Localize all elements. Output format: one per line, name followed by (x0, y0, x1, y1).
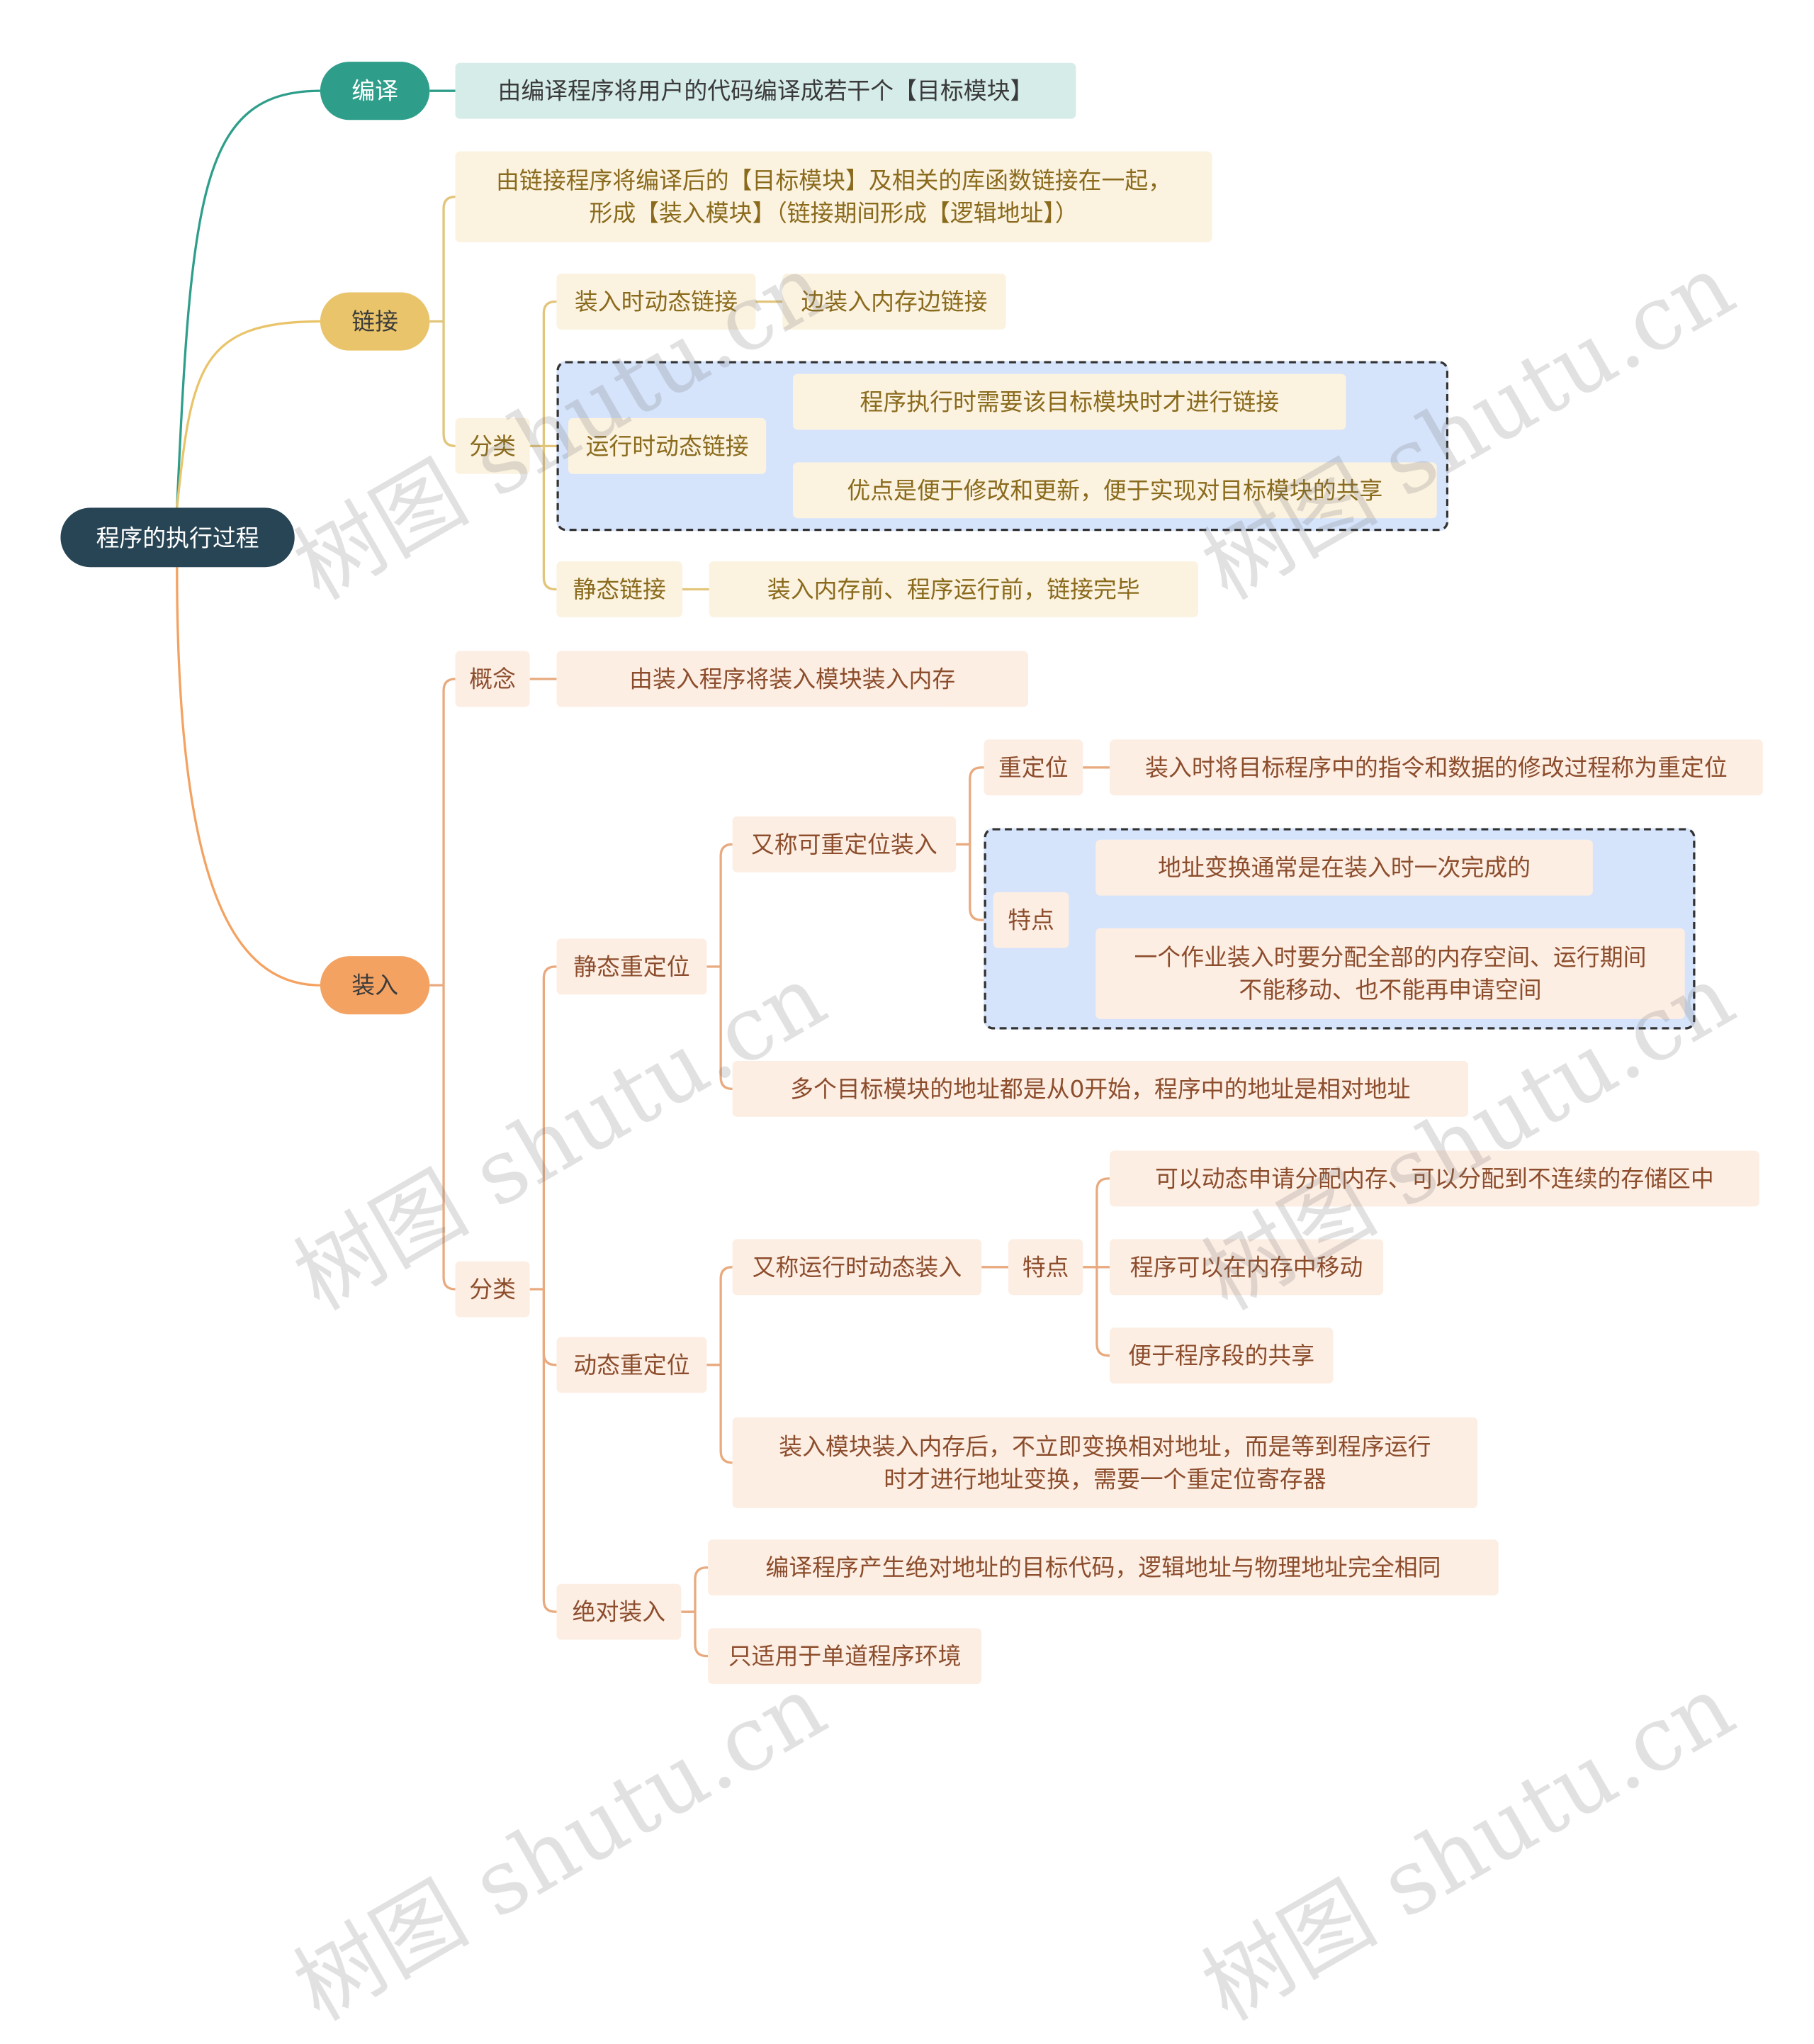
static-relocation[interactable]: 静态重定位 (556, 938, 707, 995)
dynamic-feature-3[interactable]: 便于程序段的共享 (1109, 1327, 1334, 1384)
load-time-dynamic-desc[interactable]: 边装入内存边链接 (782, 274, 1006, 330)
bracket-arm (442, 678, 456, 986)
static-relocation-note[interactable]: 多个目标模块的地址都是从0开始，程序中的地址是相对地址 (732, 1060, 1469, 1117)
runtime-dynamic-load[interactable]: 又称运行时动态装入 (732, 1239, 982, 1296)
dynamic-relocation[interactable]: 动态重定位 (556, 1337, 707, 1393)
static-feature-2[interactable]: 一个作业装入时要分配全部的内存空间、运行期间 不能移动、也不能再申请空间 (1095, 928, 1685, 1019)
branch-curve (176, 567, 320, 987)
bracket-arm (1095, 1177, 1110, 1267)
branch-curve (176, 89, 320, 508)
bracket-arm (1095, 1267, 1110, 1357)
dynamic-relocation-note[interactable]: 装入模块装入内存后，不立即变换相对地址，而是等到程序运行 时才进行地址变换，需要… (732, 1417, 1478, 1508)
bracket-arm (694, 1566, 709, 1612)
bracket-arm (542, 1289, 557, 1613)
relocatable-load[interactable]: 又称可重定位装入 (732, 816, 957, 872)
static-feature-1[interactable]: 地址变换通常是在装入时一次完成的 (1095, 839, 1593, 896)
bracket-arm (719, 966, 733, 1091)
topic-load[interactable]: 装入 (320, 956, 430, 1015)
bracket-arm (442, 196, 456, 322)
absolute-load-desc-1[interactable]: 编译程序产生绝对地址的目标代码，逻辑地址与物理地址完全相同 (708, 1539, 1499, 1596)
static-link-desc[interactable]: 装入内存前、程序运行前，链接完毕 (709, 561, 1198, 617)
relocation-desc[interactable]: 装入时将目标程序中的指令和数据的修改过程称为重定位 (1109, 739, 1763, 796)
bracket-arm (719, 1364, 733, 1464)
dynamic-features[interactable]: 特点 (1008, 1239, 1083, 1296)
topic-link[interactable]: 链接 (320, 292, 430, 351)
absolute-load-desc-2[interactable]: 只适用于单道程序环境 (708, 1628, 982, 1685)
root-topic[interactable]: 程序的执行过程 (60, 507, 295, 568)
bracket-arm (542, 446, 557, 591)
bracket-arm (542, 300, 557, 447)
dynamic-feature-2[interactable]: 程序可以在内存中移动 (1109, 1239, 1384, 1296)
link-category[interactable]: 分类 (455, 417, 530, 474)
relocation[interactable]: 重定位 (984, 739, 1083, 796)
load-time-dynamic-link[interactable]: 装入时动态链接 (556, 274, 756, 330)
load-concept[interactable]: 概念 (455, 651, 530, 707)
bracket-arm (719, 1266, 733, 1365)
run-time-dynamic-link[interactable]: 运行时动态链接 (568, 417, 767, 474)
bracket-arm (694, 1612, 709, 1658)
run-time-desc-2[interactable]: 优点是便于修改和更新，便于实现对目标模块的共享 (793, 462, 1437, 519)
bracket-arm (442, 321, 456, 447)
bracket-arm (969, 766, 984, 845)
static-link[interactable]: 静态链接 (556, 561, 682, 617)
compile-description[interactable]: 由编译程序将用户的代码编译成若干个【目标模块】 (455, 62, 1076, 119)
mind-map: 程序的执行过程 编译 由编译程序将用户的代码编译成若干个【目标模块】 链接 由链… (60, 62, 1763, 2040)
bracket-arm (442, 985, 456, 1291)
topic-compile[interactable]: 编译 (320, 62, 430, 120)
bracket-arm (719, 843, 733, 967)
bracket-arm (969, 844, 984, 921)
static-features[interactable]: 特点 (993, 892, 1069, 948)
bracket-arm (542, 965, 557, 1290)
run-time-desc-1[interactable]: 程序执行时需要该目标模块时才进行链接 (793, 374, 1346, 430)
absolute-load[interactable]: 绝对装入 (556, 1583, 682, 1640)
bracket-arm (542, 1289, 557, 1366)
load-category[interactable]: 分类 (455, 1261, 530, 1318)
load-concept-desc[interactable]: 由装入程序将装入模块装入内存 (556, 651, 1028, 707)
link-description[interactable]: 由链接程序将编译后的【目标模块】及相关的库函数链接在一起， 形成【装入模块】（链… (455, 151, 1212, 242)
dynamic-feature-1[interactable]: 可以动态申请分配内存、可以分配到不连续的存储区中 (1109, 1150, 1759, 1207)
branch-curve (176, 320, 320, 508)
